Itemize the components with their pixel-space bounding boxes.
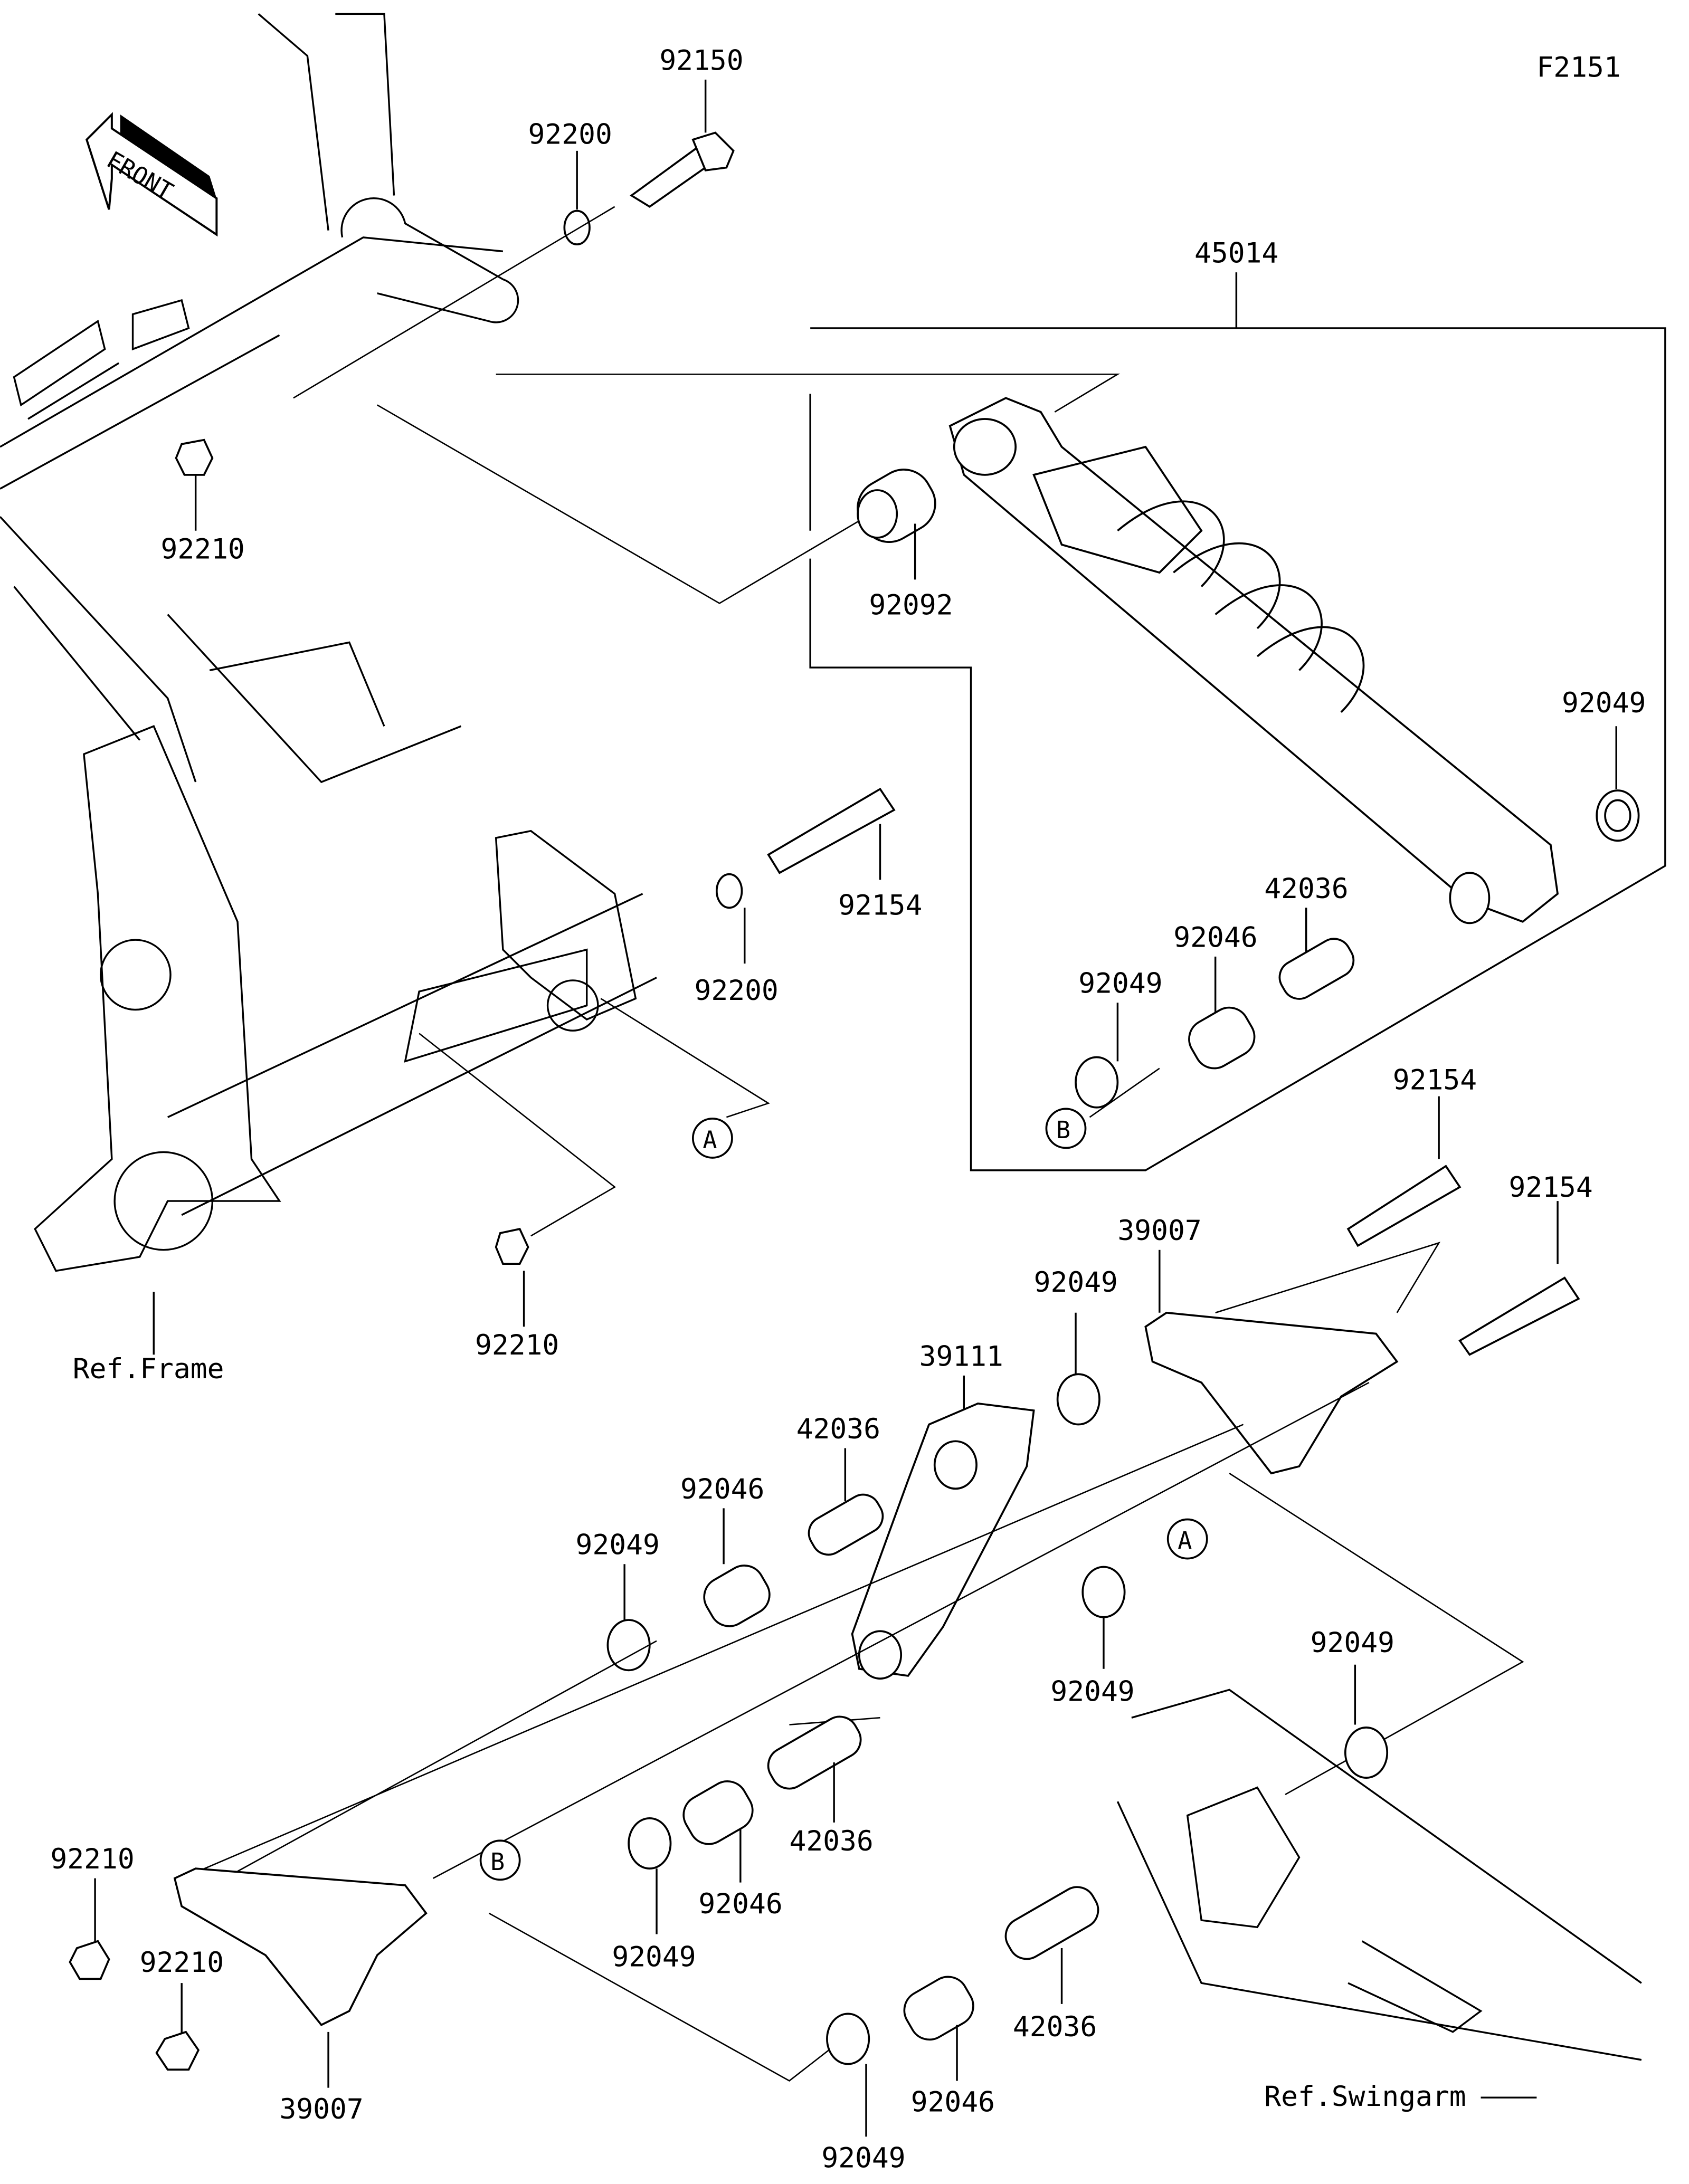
svg-text:A: A bbox=[1178, 1527, 1192, 1554]
part-label-39007[interactable]: 39007 bbox=[1117, 1215, 1201, 1247]
part-label-92200[interactable]: 92200 bbox=[528, 119, 612, 151]
part-label-92049[interactable]: 92049 bbox=[576, 1529, 660, 1561]
part-label-92049[interactable]: 92049 bbox=[1050, 1676, 1134, 1708]
callout-a bbox=[1166, 1518, 1208, 1560]
part-label-92092[interactable]: 92092 bbox=[869, 589, 953, 622]
washer-92200 bbox=[563, 209, 591, 246]
part-label-92154[interactable]: 92154 bbox=[838, 890, 922, 922]
callout-b bbox=[1045, 1108, 1087, 1149]
part-label-92049[interactable]: 92049 bbox=[612, 1941, 696, 1973]
part-label-42036[interactable]: 42036 bbox=[796, 1413, 880, 1445]
part-label-92154[interactable]: 92154 bbox=[1508, 1171, 1592, 1204]
nut-92210 bbox=[175, 438, 214, 476]
front-arrow-icon: FRONT bbox=[85, 112, 218, 237]
part-label-92200[interactable]: 92200 bbox=[694, 975, 778, 1007]
part-label-92150[interactable]: 92150 bbox=[659, 44, 743, 77]
callout-a bbox=[691, 1118, 733, 1159]
part-label-92046[interactable]: 92046 bbox=[1173, 921, 1257, 953]
svg-text:B: B bbox=[490, 1848, 505, 1876]
swingarm-drawing bbox=[1116, 1689, 1642, 2061]
frame-drawing bbox=[0, 13, 657, 1272]
ref-frame-label: Ref.Frame bbox=[73, 1353, 224, 1385]
part-label-92210[interactable]: 92210 bbox=[140, 1947, 224, 1979]
figure-id: F2151 bbox=[1536, 52, 1620, 84]
part-label-92046[interactable]: 92046 bbox=[698, 1888, 782, 1920]
part-label-92046[interactable]: 92046 bbox=[680, 1473, 764, 1505]
svg-text:A: A bbox=[703, 1126, 717, 1154]
shock-assembly-bracket bbox=[809, 327, 1666, 1171]
part-label-92210[interactable]: 92210 bbox=[475, 1329, 559, 1361]
part-label-39111[interactable]: 39111 bbox=[919, 1340, 1003, 1372]
part-label-92049[interactable]: 92049 bbox=[1311, 1627, 1394, 1659]
part-label-45014[interactable]: 45014 bbox=[1194, 237, 1278, 270]
part-label-39007[interactable]: 39007 bbox=[279, 2093, 363, 2125]
callout-b bbox=[479, 1839, 521, 1881]
part-label-92049[interactable]: 92049 bbox=[1078, 968, 1162, 1000]
part-label-92049[interactable]: 92049 bbox=[1034, 1266, 1118, 1299]
shock-absorber bbox=[948, 397, 1559, 924]
rocker-arm-39111 bbox=[851, 1402, 1035, 1677]
part-label-92154[interactable]: 92154 bbox=[1393, 1064, 1477, 1096]
upper-mount-parts: 92150 92200 92210 bbox=[160, 44, 743, 565]
part-label-42036[interactable]: 42036 bbox=[1013, 2011, 1097, 2043]
part-label-92049[interactable]: 92049 bbox=[1562, 687, 1646, 719]
part-label-92046[interactable]: 92046 bbox=[911, 2086, 995, 2119]
bolt-head-92150 bbox=[691, 131, 735, 171]
svg-text:B: B bbox=[1056, 1116, 1070, 1144]
part-label-92210[interactable]: 92210 bbox=[50, 1843, 134, 1875]
part-label-42036[interactable]: 42036 bbox=[789, 1825, 873, 1857]
ref-swingarm-label: Ref.Swingarm bbox=[1264, 2081, 1466, 2113]
part-label-92049[interactable]: 92049 bbox=[821, 2142, 905, 2175]
part-label-42036[interactable]: 42036 bbox=[1264, 873, 1348, 905]
part-label-92210[interactable]: 92210 bbox=[160, 533, 244, 566]
